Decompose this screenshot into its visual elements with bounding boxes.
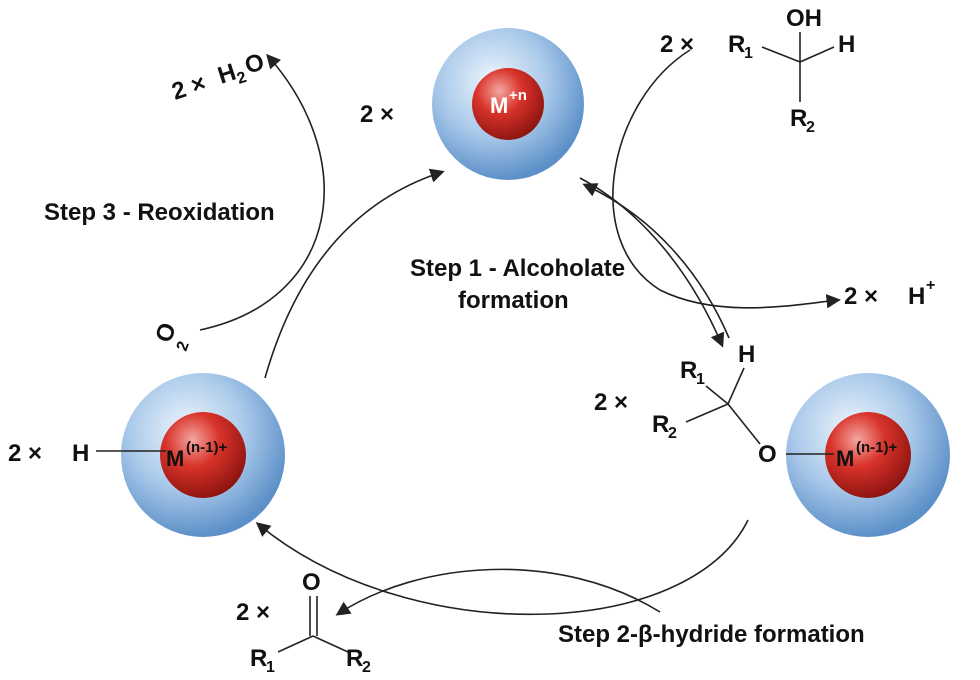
cycle-arrow-left-to-top [264, 168, 445, 379]
alcohol-r1: R [728, 31, 745, 58]
bond-c-r1 [277, 635, 314, 653]
metal-left-coefficient: 2 × [8, 440, 42, 467]
metal-charge: (n-1)+ [186, 439, 227, 456]
alcoholate-r1: R [680, 357, 697, 384]
cycle-arrow-right-to-left [255, 519, 749, 616]
metal-symbol: M [836, 446, 854, 471]
metal-charge: (n-1)+ [856, 439, 897, 456]
ketone-release-arrow [335, 568, 661, 616]
ketone-r2-sub: 2 [362, 659, 371, 676]
step1-label-line2: formation [458, 287, 569, 314]
ketone-molecule: 2 × O R 1 R 2 [236, 569, 371, 676]
bond-c-h [727, 367, 745, 405]
alcoholate-r1-sub: 1 [696, 371, 705, 388]
sphere-core [160, 412, 246, 498]
metal-symbol: M [490, 93, 508, 118]
ketone-r2: R [346, 645, 363, 672]
bond-c-r1 [761, 46, 801, 63]
proton-h: H [908, 283, 925, 310]
alcohol-molecule: 2 × OH R 1 H R 2 [660, 5, 855, 136]
step3-label: Step 3 - Reoxidation [44, 199, 275, 226]
metal-charge: +n [509, 87, 527, 104]
ketone-r1-sub: 1 [266, 659, 275, 676]
ketone-r1: R [250, 645, 267, 672]
alcoholate-r2-sub: 2 [668, 425, 677, 442]
sphere-core [825, 412, 911, 498]
equilibrium-arrow-backward [582, 183, 730, 339]
alcohol-to-proton-arrow [612, 49, 841, 309]
equilibrium-arrow-forward [579, 177, 725, 348]
step2-label: Step 2-β-hydride formation [558, 621, 865, 648]
bond-c-o [727, 403, 761, 445]
alcohol-r2: R [790, 105, 807, 132]
alcohol-oh: OH [786, 5, 822, 32]
alcoholate-molecule: 2 × R 1 H R 2 O [594, 341, 777, 468]
metal-sphere-top: M +n [432, 28, 584, 180]
sphere-core [472, 68, 544, 140]
alcoholate-h: H [738, 341, 755, 368]
alcohol-h: H [838, 31, 855, 58]
ketone-o: O [302, 569, 321, 596]
metal-sphere-left: M (n-1)+ [121, 373, 285, 537]
reoxidation-arrow [199, 53, 325, 331]
metal-symbol: M [166, 446, 184, 471]
step1-label-line1: Step 1 - Alcoholate [410, 255, 625, 282]
proton-charge: + [926, 277, 935, 294]
bond-c-h [799, 46, 835, 63]
bond-c-r2 [312, 635, 349, 653]
oxygen-sub: 2 [174, 339, 193, 353]
alcoholate-o: O [758, 441, 777, 468]
proton-coefficient: 2 × [844, 283, 878, 310]
bond-c-r2 [685, 403, 729, 423]
bond-c-r1 [705, 385, 729, 405]
ketone-coefficient: 2 × [236, 599, 270, 626]
alcohol-coefficient: 2 × [660, 31, 694, 58]
metal-top-coefficient: 2 × [360, 101, 394, 128]
metal-sphere-right: M (n-1)+ [786, 373, 950, 537]
alcohol-r2-sub: 2 [806, 119, 815, 136]
alcoholate-r2: R [652, 411, 669, 438]
alcohol-r1-sub: 1 [744, 45, 753, 62]
water-coefficient: 2 × [169, 70, 210, 106]
hydride-h: H [72, 440, 89, 467]
alcoholate-coefficient: 2 × [594, 389, 628, 416]
